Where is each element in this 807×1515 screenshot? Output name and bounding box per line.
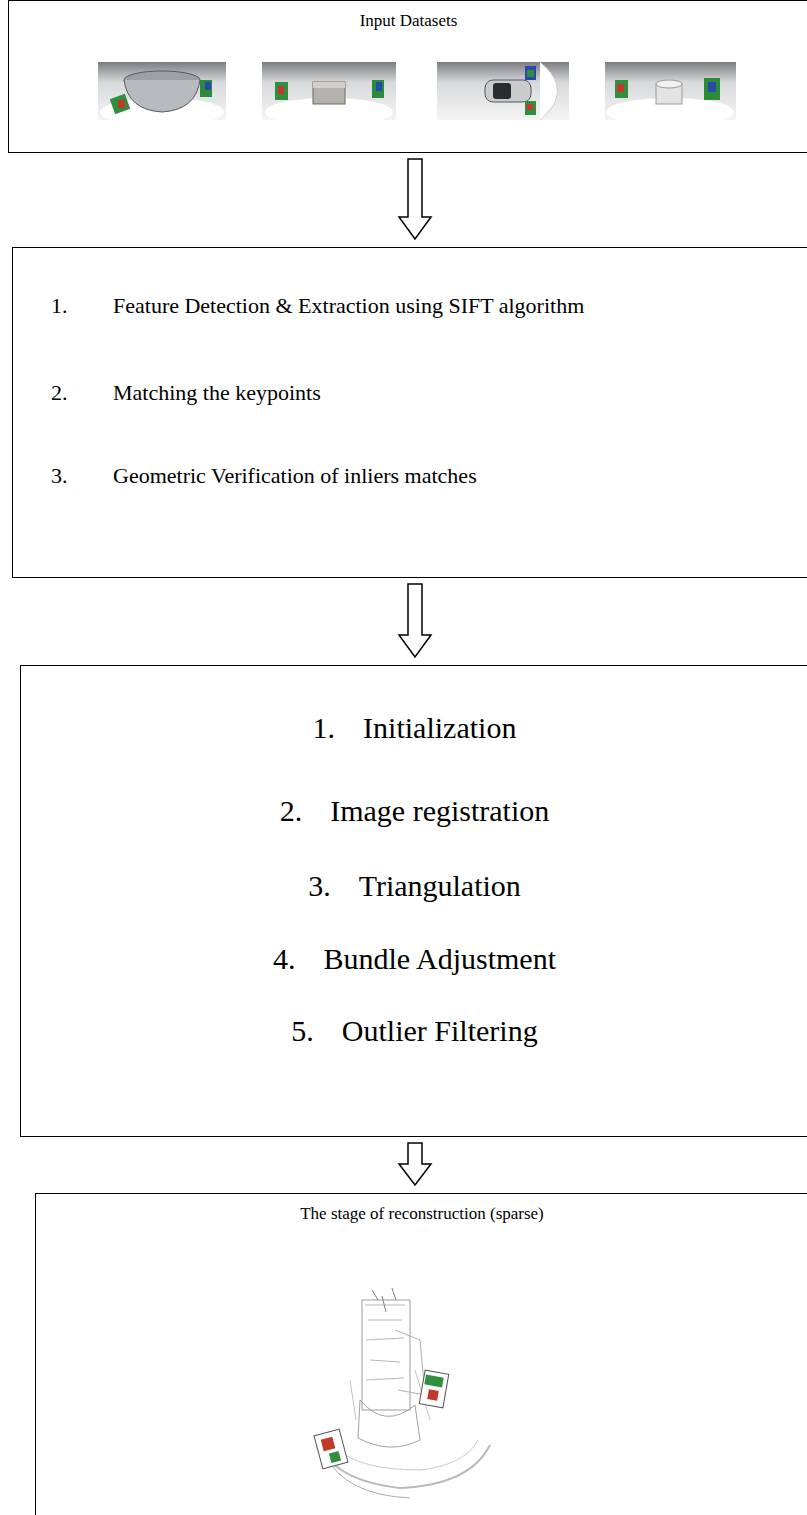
step-text: Outlier Filtering [342,1013,538,1049]
process-box: 1. Initialization 2. Image registration 3. Tr… [20,665,807,1137]
step-number: 1. [51,293,68,319]
step-text: Initialization [363,710,516,746]
point-cloud [318,1288,490,1498]
step-number: 5. [291,1013,314,1049]
thumbnail-device [437,62,569,120]
step-text: Matching the keypoints [113,380,321,406]
step-text: Feature Detection & Extraction using SIF… [113,293,584,319]
step-text: Image registration [330,793,549,829]
hollow-arrow [399,1143,431,1185]
thumbnail-bowl [98,62,226,126]
marker-box-right [419,1370,449,1408]
step-number: 1. [313,710,336,746]
step-text: Bundle Adjustment [324,941,557,977]
hollow-arrow [399,584,431,657]
thumbnail-cylinder [605,62,736,126]
step-number: 2. [280,793,303,829]
step-number: 4. [273,941,296,977]
input-box: Input Datasets [8,0,807,153]
step-number: 2. [51,380,68,406]
hollow-arrow [399,159,431,239]
thumbnail-box [262,62,396,126]
process-box: 1. Feature Detection & Extraction using S… [12,247,807,578]
output-box: The stage of reconstruction (sparse) [35,1193,807,1515]
step-number: 3. [308,868,331,904]
step-text: Geometric Verification of inliers matche… [113,463,477,489]
marker-box-left [314,1429,348,1469]
step-number: 3. [51,463,68,489]
step-text: Triangulation [359,868,521,904]
box-title: The stage of reconstruction (sparse) [36,1204,807,1224]
box-title: Input Datasets [9,11,807,31]
